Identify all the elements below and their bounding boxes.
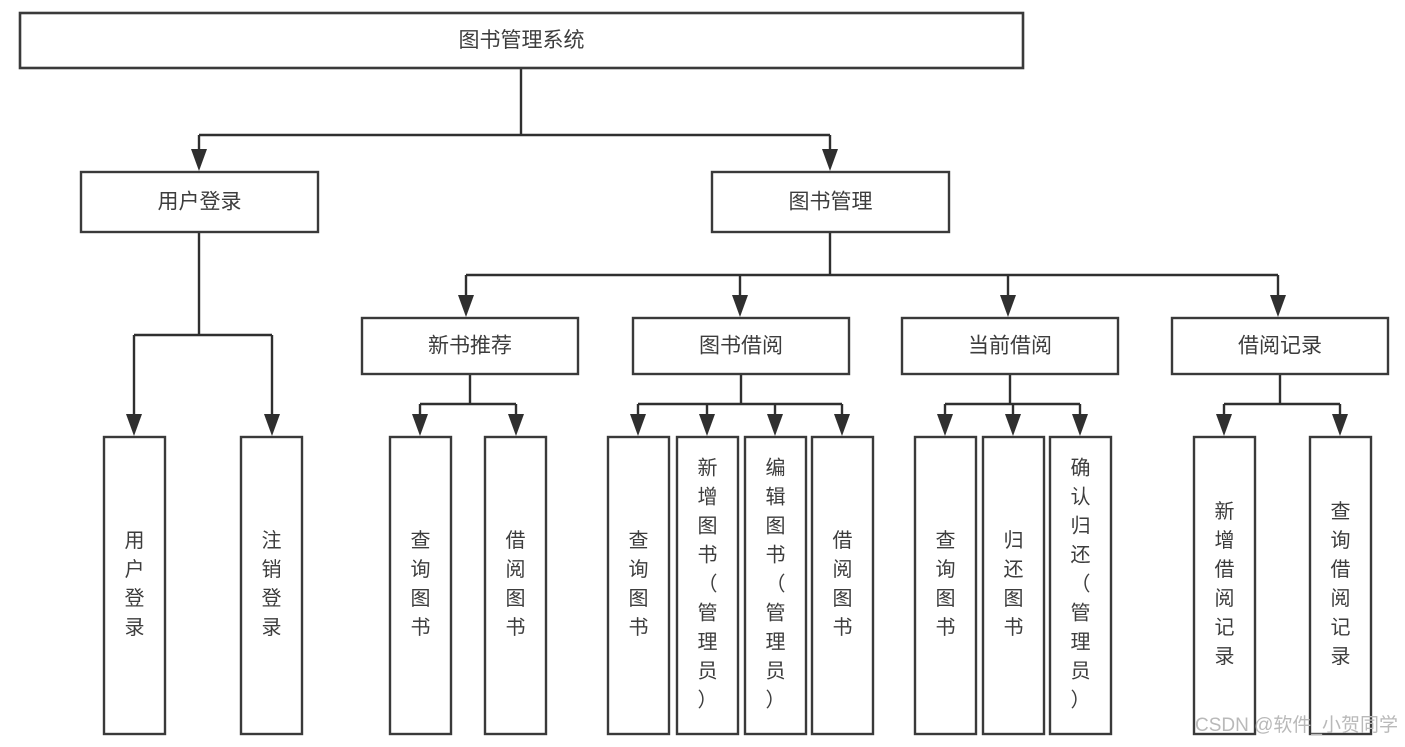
arrow-head-icon [1216,414,1232,436]
arrow-head-icon [822,149,838,171]
arrow-head-icon [732,295,748,317]
node-box[interactable] [710,170,951,234]
nodes-layer: 图书管理系统用户登录图书管理新书推荐图书借阅当前借阅借阅记录用户登录注销登录查询… [18,11,1390,736]
node-leaf-return-book[interactable]: 归还图书 [981,435,1046,736]
arrow-head-icon [1072,414,1088,436]
node-book-borrow[interactable]: 图书借阅 [631,316,851,376]
connectors-layer [126,68,1348,436]
node-box[interactable] [1048,435,1113,736]
arrow-head-icon [1270,295,1286,317]
node-box[interactable] [388,435,453,736]
node-label: 借阅图书 [506,529,526,639]
arrow-head-icon [1332,414,1348,436]
node-leaf-borrow-book-2[interactable]: 借阅图书 [810,435,875,736]
node-leaf-edit-book[interactable]: 编辑图书（管理员） [743,435,808,736]
node-leaf-query-record[interactable]: 查询借阅记录 [1308,435,1373,736]
node-label: 确认归还（管理员） [1071,457,1091,712]
node-leaf-user-login[interactable]: 用户登录 [102,435,167,736]
node-box[interactable] [606,435,671,736]
arrow-head-icon [937,414,953,436]
node-leaf-query-book-3[interactable]: 查询图书 [913,435,978,736]
node-box[interactable] [981,435,1046,736]
node-box[interactable] [900,316,1120,376]
node-label: 用户登录 [158,191,242,214]
node-label: 图书借阅 [699,335,783,358]
node-borrow-record[interactable]: 借阅记录 [1170,316,1390,376]
node-box[interactable] [675,435,740,736]
node-box[interactable] [743,435,808,736]
node-label: 归还图书 [1004,529,1024,639]
node-book-manage[interactable]: 图书管理 [710,170,951,234]
node-box[interactable] [18,11,1025,70]
node-box[interactable] [79,170,320,234]
connector-group-borrow-record [1216,374,1348,436]
node-box[interactable] [1192,435,1257,736]
arrow-head-icon [1000,295,1016,317]
node-label: 新增借阅记录 [1215,500,1235,668]
node-box[interactable] [810,435,875,736]
node-label: 新书推荐 [428,335,512,358]
node-label: 借阅图书 [833,529,853,639]
node-label: 查询图书 [629,529,649,639]
node-label: 当前借阅 [968,335,1052,358]
arrow-head-icon [630,414,646,436]
arrow-head-icon [767,414,783,436]
node-box[interactable] [360,316,580,376]
arrow-head-icon [1005,414,1021,436]
node-leaf-logout[interactable]: 注销登录 [239,435,304,736]
node-leaf-add-record[interactable]: 新增借阅记录 [1192,435,1257,736]
node-leaf-add-book[interactable]: 新增图书（管理员） [675,435,740,736]
node-box[interactable] [483,435,548,736]
node-box[interactable] [102,435,167,736]
node-new-book-rec[interactable]: 新书推荐 [360,316,580,376]
connector-group-user-login [126,232,280,436]
node-leaf-confirm-return[interactable]: 确认归还（管理员） [1048,435,1113,736]
connector-group-current-borrow [937,374,1088,436]
node-leaf-query-book-2[interactable]: 查询图书 [606,435,671,736]
connector-group-root [191,68,838,171]
node-label: 查询图书 [411,529,431,639]
node-box[interactable] [913,435,978,736]
node-root[interactable]: 图书管理系统 [18,11,1025,70]
arrow-head-icon [508,414,524,436]
arrow-head-icon [834,414,850,436]
node-label: 新增图书（管理员） [698,457,718,712]
connector-group-book-manage [458,232,1286,317]
arrow-head-icon [191,149,207,171]
node-box[interactable] [1308,435,1373,736]
node-label: 图书管理 [789,191,873,214]
node-label: 借阅记录 [1238,335,1322,358]
node-label: 用户登录 [125,530,145,639]
connector-group-new-book-rec [412,374,524,436]
arrow-head-icon [126,414,142,436]
arrow-head-icon [458,295,474,317]
node-leaf-query-book-1[interactable]: 查询图书 [388,435,453,736]
arrow-head-icon [699,414,715,436]
node-label: 编辑图书（管理员） [766,457,786,712]
node-label: 查询借阅记录 [1331,500,1351,668]
node-box[interactable] [1170,316,1390,376]
node-leaf-borrow-book-1[interactable]: 借阅图书 [483,435,548,736]
arrow-head-icon [412,414,428,436]
node-box[interactable] [239,435,304,736]
node-label: 注销登录 [262,529,282,639]
node-user-login[interactable]: 用户登录 [79,170,320,234]
arrow-head-icon [264,414,280,436]
node-label: 图书管理系统 [459,29,585,52]
node-box[interactable] [631,316,851,376]
connector-group-book-borrow [630,374,850,436]
csdn-watermark: CSDN @软件_小贺同学 [1195,714,1398,736]
node-current-borrow[interactable]: 当前借阅 [900,316,1120,376]
node-label: 查询图书 [936,529,956,639]
